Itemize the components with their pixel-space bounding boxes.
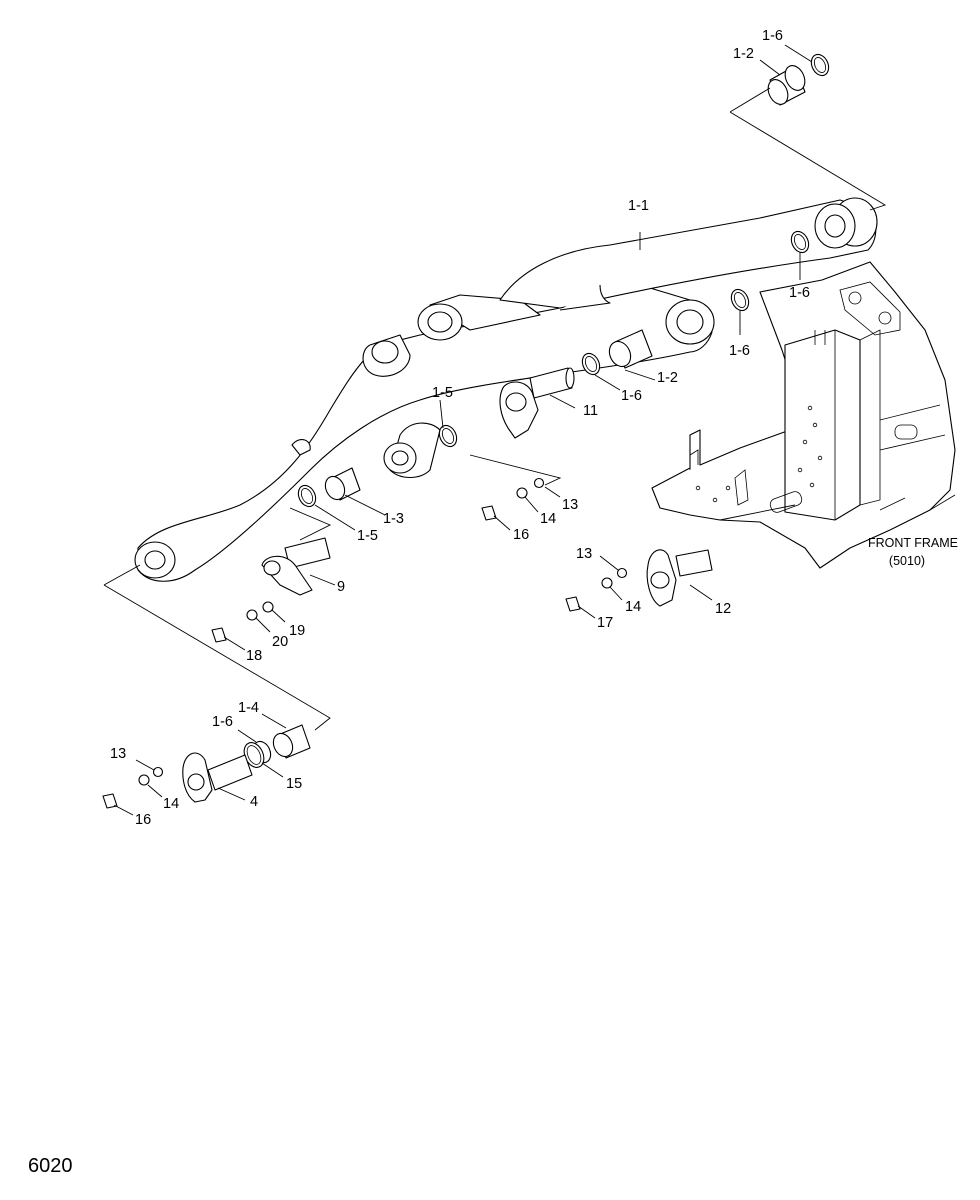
leader-lines	[103, 44, 887, 816]
small-parts-drawing	[102, 53, 830, 809]
callout-1-5-upper: 1-5	[432, 385, 453, 401]
callout-12: 12	[715, 601, 731, 617]
callout-1-2-top: 1-2	[733, 46, 754, 62]
callout-9: 9	[337, 579, 345, 595]
callout-13-right: 13	[576, 546, 592, 562]
callout-13-lower: 13	[110, 746, 126, 762]
callout-14-lower: 14	[163, 796, 179, 812]
callout-1-6-top: 1-6	[762, 28, 783, 44]
callout-1-6-lower: 1-6	[212, 714, 233, 730]
callout-16-lower: 16	[135, 812, 151, 828]
callout-1-3: 1-3	[383, 511, 404, 527]
callout-13-mid: 13	[562, 497, 578, 513]
callout-19: 19	[289, 623, 305, 639]
callout-20: 20	[272, 634, 288, 650]
callout-11: 11	[583, 403, 598, 419]
front-frame-ref: (5010)	[889, 554, 925, 568]
callout-1-4: 1-4	[238, 700, 259, 716]
callout-14-right: 14	[625, 599, 641, 615]
lift-arm-drawing	[134, 197, 878, 582]
callout-16-mid: 16	[513, 527, 529, 543]
callout-1-2-mid: 1-2	[657, 370, 678, 386]
callout-4: 4	[250, 794, 258, 810]
callout-18: 18	[246, 648, 262, 664]
front-frame-drawing	[651, 261, 956, 569]
callout-1-5-lower: 1-5	[357, 528, 378, 544]
callout-14-mid: 14	[540, 511, 556, 527]
callout-1-1: 1-1	[628, 198, 649, 214]
callout-labels: 1-1 1-2 1-2 1-3 1-4 1-5 1-5 1-6 1-6 1-6 …	[110, 28, 810, 828]
front-frame-name: FRONT FRAME	[868, 536, 958, 550]
callout-17: 17	[597, 615, 613, 631]
page-number: 6020	[28, 1155, 73, 1177]
callout-15: 15	[286, 776, 302, 792]
callout-1-6-mid: 1-6	[621, 388, 642, 404]
callout-1-6-end: 1-6	[789, 285, 810, 301]
callout-1-6-side: 1-6	[729, 343, 750, 359]
